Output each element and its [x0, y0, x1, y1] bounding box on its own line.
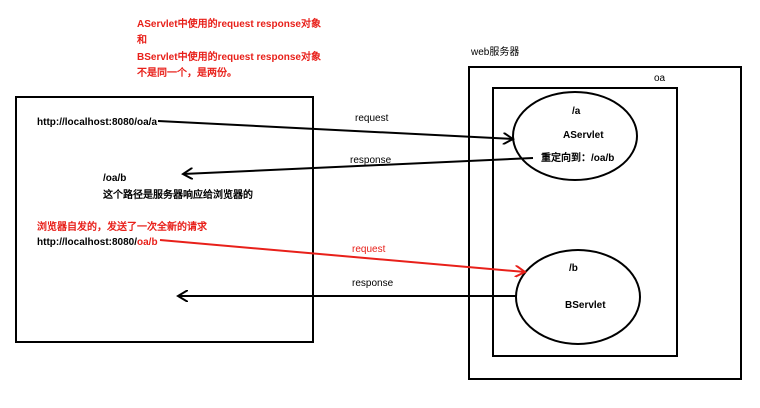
note-line-4: 不是同一个，是两份。 [137, 66, 237, 79]
url-b-suffix: oa/b [137, 237, 158, 248]
browser-box [15, 96, 314, 343]
app-label: oa [654, 73, 666, 84]
redirect-note: 这个路径是服务器响应给浏览器的 [103, 188, 253, 201]
app-oa-box [492, 87, 678, 357]
servlet-a-name: AServlet [563, 130, 604, 141]
response-label-1: response [350, 155, 392, 166]
servlet-b-path: /b [569, 263, 578, 274]
note-line-1: AServlet中使用的request response对象 [137, 17, 321, 30]
auto-request-note: 浏览器自发的，发送了一次全新的请求 [37, 220, 208, 233]
servlet-b-node [515, 249, 641, 345]
servlet-b-name: BServlet [565, 300, 606, 311]
note-line-2: 和 [136, 33, 147, 46]
servlet-a-path: /a [572, 106, 581, 117]
response-label-2: response [352, 278, 394, 289]
web-server-box [468, 66, 742, 380]
request-label-1: request [355, 113, 389, 124]
browser-url-a: http://localhost:8080/oa/a [37, 117, 157, 128]
server-label: web服务器 [470, 45, 519, 58]
request-label-2: request [352, 244, 386, 255]
response-arrow-1 [183, 157, 534, 174]
request-arrow-2 [159, 239, 525, 272]
servlet-a-redirect: 重定向到：/oa/b [541, 151, 614, 164]
note-line-3: BServlet中使用的request response对象 [137, 50, 321, 63]
request-arrow-1 [157, 120, 513, 139]
note: AServlet中使用的request response对象 和 BServle… [136, 17, 321, 79]
browser-url-b: http://localhost:8080/oa/b [37, 237, 158, 248]
redirect-path: /oa/b [103, 173, 126, 184]
url-b-prefix: http://localhost:8080/ [37, 237, 137, 248]
